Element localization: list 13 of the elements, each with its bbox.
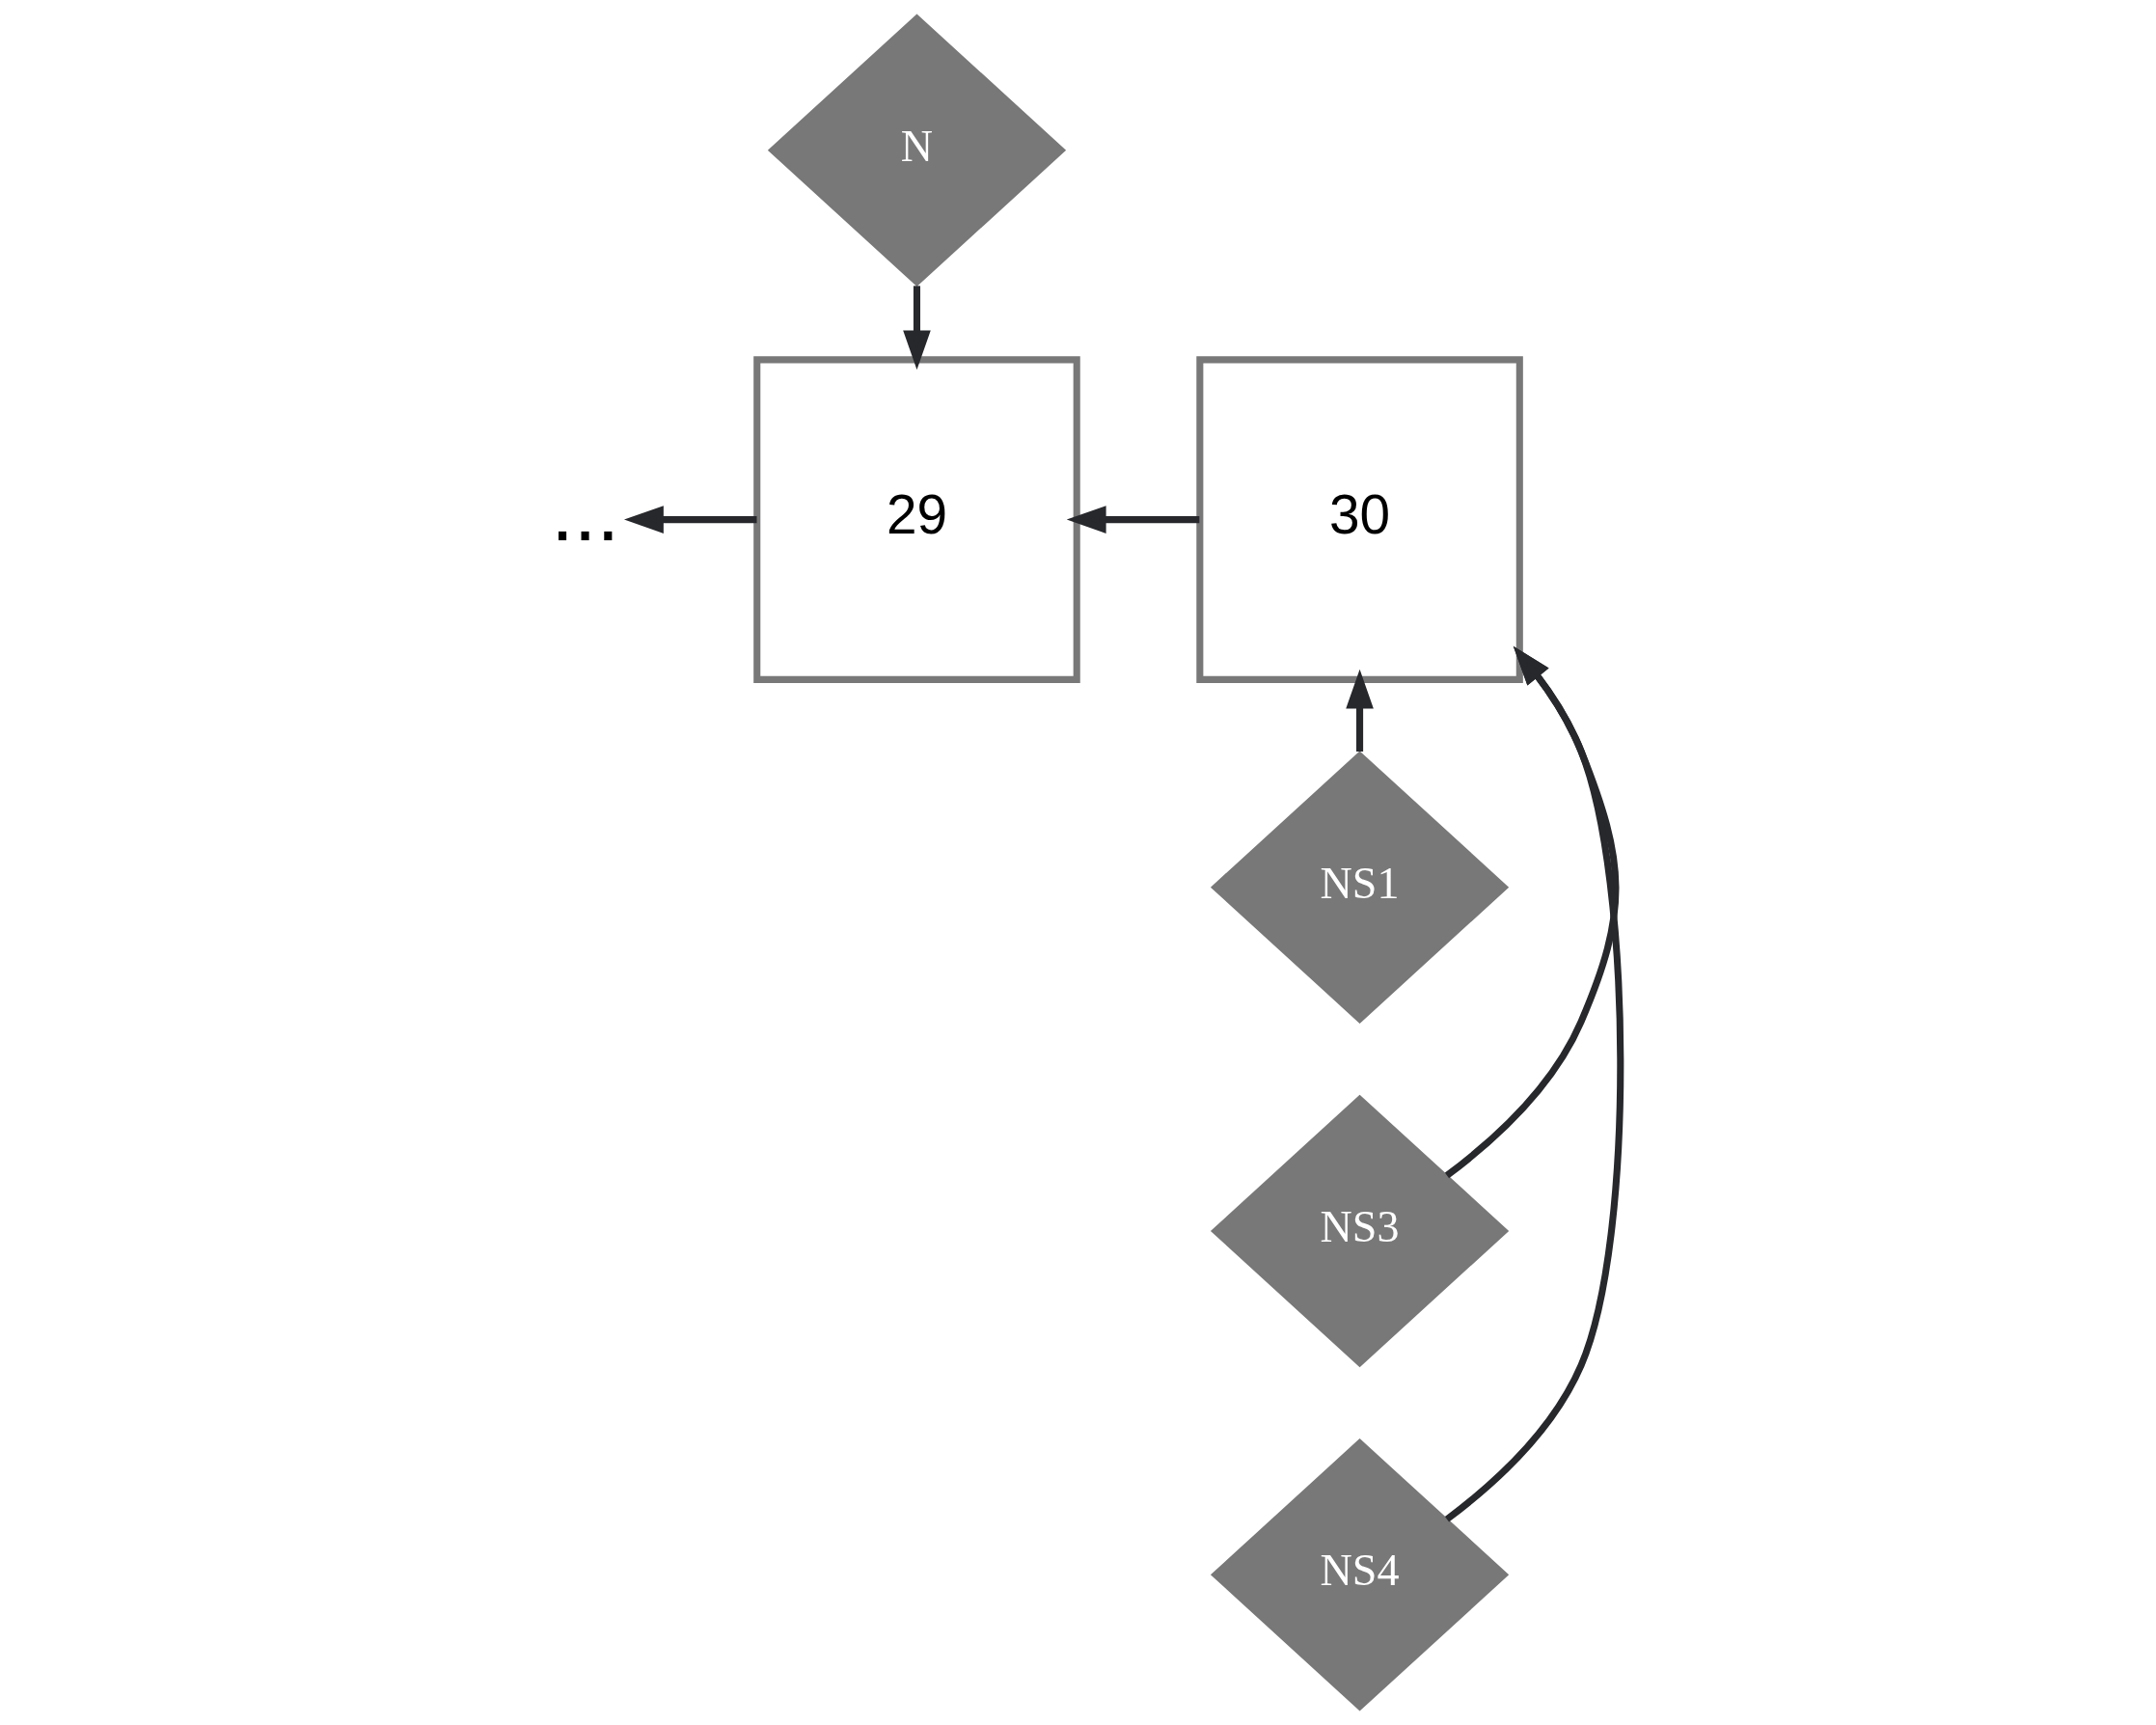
node-box: 29	[752, 356, 1080, 683]
node-text: ...	[550, 465, 619, 558]
node-diamond: NS4	[1210, 1438, 1509, 1711]
arrow	[1444, 645, 1619, 1179]
arrow	[623, 506, 756, 534]
arrow	[1345, 669, 1374, 752]
node-diamond: NS3	[1210, 1094, 1509, 1368]
arrow	[1444, 645, 1624, 1522]
node-diamond: NS1	[1210, 751, 1509, 1024]
node-diamond: N	[767, 14, 1066, 287]
arrow	[1066, 506, 1199, 534]
node-box: 30	[1195, 356, 1523, 683]
arrow	[902, 286, 931, 370]
